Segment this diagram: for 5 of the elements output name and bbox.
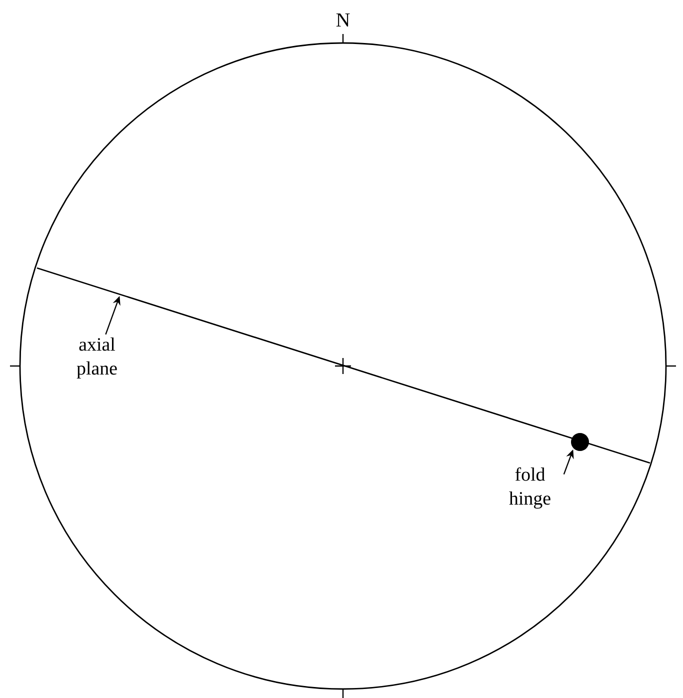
hinge-dot <box>571 433 589 451</box>
label-text: axial plane <box>76 337 117 379</box>
north-label: N <box>336 13 350 27</box>
great-circle-line <box>36 267 650 464</box>
label-text: fold hinge <box>509 467 550 509</box>
